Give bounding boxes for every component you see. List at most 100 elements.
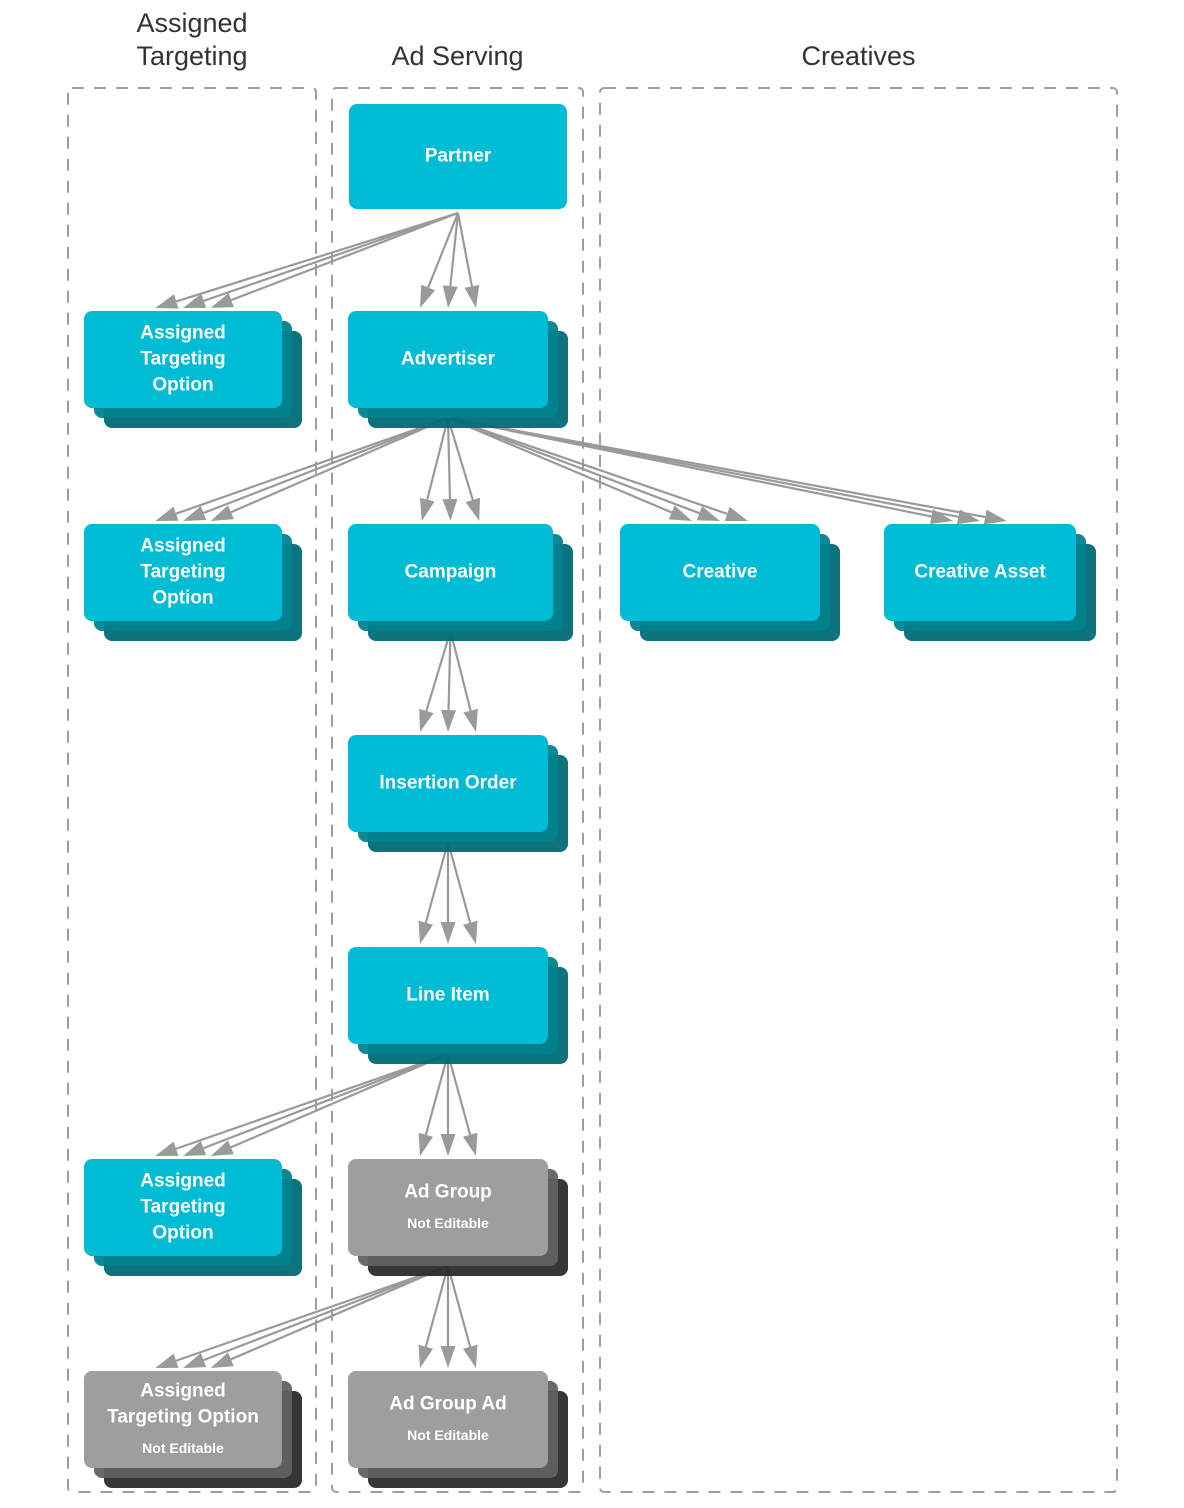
node-creative[interactable]: Creative bbox=[620, 524, 840, 641]
edge-advertiser-to-assigned-targeting-option-advertiser bbox=[155, 416, 449, 521]
node-card bbox=[348, 524, 553, 621]
edge-line bbox=[424, 1265, 450, 1348]
edge-arrowhead bbox=[983, 509, 1007, 525]
edge-line bbox=[424, 841, 450, 924]
edge-campaign-to-insertion-order bbox=[419, 630, 478, 732]
edge-line bbox=[203, 1264, 449, 1362]
edge-arrowhead bbox=[155, 294, 179, 309]
node-partner[interactable]: Partner bbox=[349, 104, 567, 209]
node-card bbox=[348, 1371, 548, 1468]
node-label-line: Assigned bbox=[140, 323, 226, 344]
node-label-ad-group: Ad Group bbox=[404, 1182, 492, 1203]
edge-arrowhead bbox=[155, 1141, 179, 1156]
node-label-insertion-order: Insertion Order bbox=[379, 773, 517, 794]
node-insertion-order[interactable]: Insertion Order bbox=[348, 735, 568, 852]
edge-arrowhead bbox=[419, 497, 435, 521]
node-label-line: Option bbox=[152, 588, 213, 609]
edge-arrowhead bbox=[440, 922, 456, 944]
column-title-line: Creatives bbox=[801, 41, 915, 71]
node-label-line: Assigned bbox=[140, 1381, 226, 1402]
node-label-line: Insertion Order bbox=[379, 773, 517, 794]
node-label-creative-asset: Creative Asset bbox=[914, 562, 1046, 583]
node-label-line: Targeting Option bbox=[107, 1407, 259, 1428]
column-title-ad-serving: Ad Serving bbox=[391, 41, 523, 71]
edge-arrowhead bbox=[440, 1346, 456, 1368]
node-label-line: Assigned bbox=[140, 1171, 226, 1192]
node-label-partner: Partner bbox=[425, 146, 492, 167]
edge-arrowhead bbox=[418, 920, 434, 944]
node-label-line: Ad Group bbox=[404, 1182, 492, 1203]
node-label-creative: Creative bbox=[683, 562, 758, 583]
node-card bbox=[349, 104, 567, 209]
node-line-item[interactable]: Line Item bbox=[348, 947, 568, 1064]
edge-line bbox=[446, 1265, 472, 1348]
edge-arrowhead bbox=[418, 1132, 434, 1156]
edge-line bbox=[446, 841, 472, 924]
edge-arrowhead bbox=[668, 505, 692, 521]
edge-arrowhead bbox=[210, 293, 234, 308]
edge-line bbox=[175, 1264, 449, 1362]
edge-line-item-to-ad-group bbox=[418, 1053, 478, 1156]
edge-arrowhead bbox=[441, 709, 457, 732]
column-title-line: Targeting bbox=[136, 41, 247, 71]
edge-line bbox=[203, 416, 449, 515]
node-card bbox=[84, 311, 282, 408]
column-frame-assigned-targeting bbox=[67, 87, 317, 1493]
node-card bbox=[348, 311, 548, 408]
edge-arrowhead bbox=[442, 498, 458, 521]
edge-advertiser-to-creative bbox=[447, 416, 748, 521]
node-card bbox=[884, 524, 1076, 621]
edge-line bbox=[175, 416, 449, 515]
edge-line bbox=[230, 1264, 449, 1361]
edge-line bbox=[424, 1053, 450, 1136]
edge-line bbox=[456, 212, 473, 287]
node-label-line: Ad Group Ad bbox=[389, 1394, 507, 1415]
edge-arrowhead bbox=[210, 1352, 234, 1368]
edges-layer bbox=[155, 211, 1007, 1368]
edge-arrowhead bbox=[183, 293, 207, 308]
edge-line bbox=[230, 416, 449, 514]
edge-line bbox=[230, 211, 459, 302]
edge-partner-to-advertiser bbox=[420, 212, 480, 308]
column-title-creatives: Creatives bbox=[801, 41, 915, 71]
column-frame-ad-serving bbox=[331, 87, 584, 1493]
edge-line bbox=[447, 416, 728, 515]
edge-arrowhead bbox=[724, 506, 748, 521]
node-label-line: Creative bbox=[683, 562, 758, 583]
edge-line bbox=[446, 417, 452, 500]
edge-line bbox=[426, 417, 450, 500]
edge-arrowhead bbox=[183, 506, 207, 521]
node-card bbox=[84, 1159, 282, 1256]
edge-insertion-order-to-line-item bbox=[418, 841, 478, 944]
node-card bbox=[348, 1159, 548, 1256]
node-label-line: Assigned bbox=[140, 536, 226, 557]
edge-line bbox=[449, 630, 472, 711]
node-label-line: Creative Asset bbox=[914, 562, 1046, 583]
edge-advertiser-to-creative-asset bbox=[447, 416, 1007, 525]
edge-line-item-to-assigned-targeting-option-line-item bbox=[155, 1052, 449, 1156]
node-campaign[interactable]: Campaign bbox=[348, 524, 573, 641]
edge-arrowhead bbox=[183, 1353, 207, 1368]
node-label-line: Partner bbox=[425, 146, 492, 167]
edge-arrowhead bbox=[463, 708, 478, 732]
edge-arrowhead bbox=[183, 1141, 207, 1156]
node-sublabel-assigned-targeting-option-ad-group: Not Editable bbox=[142, 1440, 224, 1456]
node-label-line: Advertiser bbox=[401, 349, 496, 370]
node-label-ad-group-ad: Ad Group Ad bbox=[389, 1394, 507, 1415]
node-advertiser[interactable]: Advertiser bbox=[348, 311, 568, 428]
edge-advertiser-to-campaign bbox=[419, 417, 481, 521]
edge-arrowhead bbox=[465, 497, 481, 521]
node-label-line: Targeting bbox=[140, 349, 225, 370]
node-creative-asset[interactable]: Creative Asset bbox=[884, 524, 1096, 641]
edge-line bbox=[447, 416, 700, 515]
node-label-campaign: Campaign bbox=[405, 562, 497, 583]
